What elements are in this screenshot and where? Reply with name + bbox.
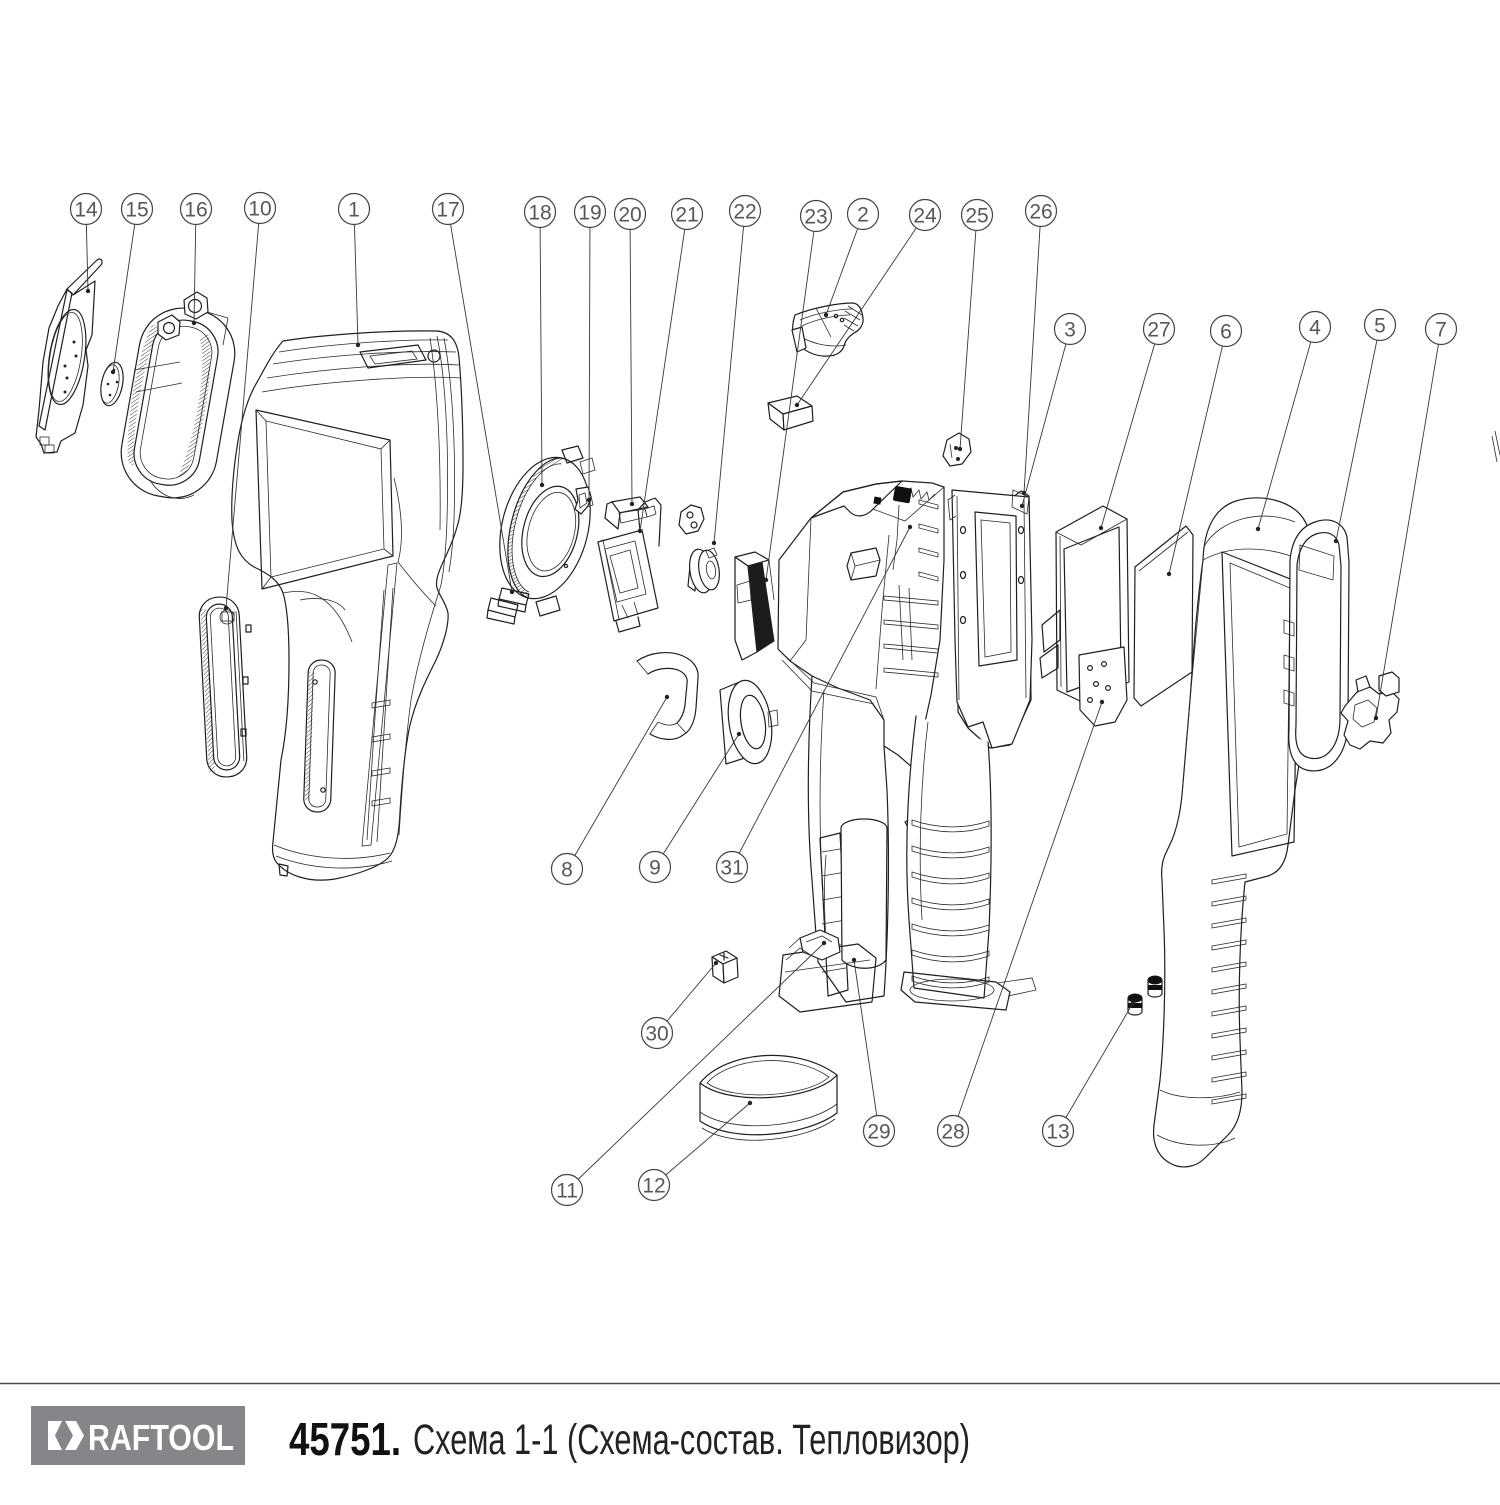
svg-text:21: 21: [675, 204, 698, 227]
svg-text:27: 27: [1147, 319, 1170, 342]
svg-text:12: 12: [642, 1175, 665, 1198]
svg-text:5: 5: [1374, 315, 1386, 338]
svg-text:8: 8: [561, 859, 573, 882]
svg-text:19: 19: [578, 202, 601, 225]
svg-text:28: 28: [941, 1121, 964, 1144]
svg-text:6: 6: [1220, 321, 1232, 344]
svg-text:13: 13: [1046, 1121, 1069, 1144]
svg-text:18: 18: [528, 202, 551, 225]
svg-text:3: 3: [1064, 319, 1076, 342]
svg-text:14: 14: [74, 199, 98, 222]
svg-text:25: 25: [965, 205, 988, 228]
svg-text:15: 15: [125, 199, 148, 222]
svg-text:2: 2: [857, 204, 869, 227]
svg-text:24: 24: [913, 205, 937, 228]
svg-text:23: 23: [804, 206, 827, 229]
svg-text:4: 4: [1309, 317, 1321, 340]
svg-text:11: 11: [556, 1180, 578, 1203]
svg-text:RAFTOOL: RAFTOOL: [88, 1417, 234, 1458]
svg-text:26: 26: [1029, 201, 1052, 224]
svg-text:45751.: 45751.: [289, 1413, 401, 1465]
svg-text:31: 31: [720, 857, 743, 880]
svg-text:10: 10: [248, 198, 271, 221]
svg-text:9: 9: [649, 857, 661, 880]
svg-text:7: 7: [1435, 319, 1447, 342]
svg-text:16: 16: [184, 199, 207, 222]
svg-text:20: 20: [618, 204, 641, 227]
svg-text:29: 29: [867, 1121, 890, 1144]
svg-text:Схема 1-1 (Схема-состав. Тепло: Схема 1-1 (Схема-состав. Тепловизор): [413, 1416, 970, 1464]
svg-text:30: 30: [645, 1023, 668, 1046]
svg-text:22: 22: [733, 201, 756, 224]
svg-text:1: 1: [348, 199, 360, 222]
svg-text:17: 17: [436, 199, 459, 222]
